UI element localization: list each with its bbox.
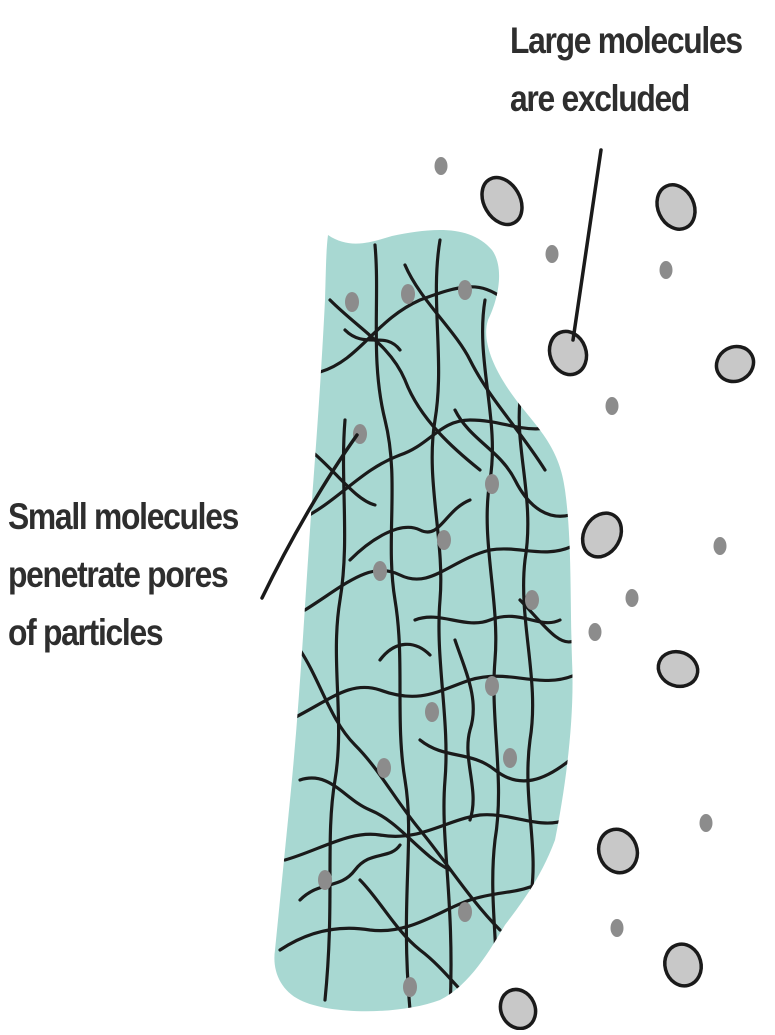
small-molecules-label-line-2: penetrate pores (8, 546, 238, 604)
large-molecule-oval-icon (593, 824, 644, 878)
small-molecule-dot-icon (401, 284, 415, 304)
small-molecule-dot-icon (611, 919, 624, 937)
small-molecules-label: Small molecules penetrate pores of parti… (8, 488, 238, 662)
small-molecule-dot-icon (458, 280, 472, 300)
large-molecule-oval-icon (710, 340, 760, 388)
small-molecule-dot-icon (345, 292, 359, 312)
small-molecule-dot-icon (606, 397, 619, 415)
small-molecule-dot-icon (318, 870, 332, 890)
large-molecules-label-line-1: Large molecules (510, 12, 742, 70)
small-molecule-dot-icon (589, 623, 602, 641)
small-molecules-label-line-3: of particles (8, 604, 238, 662)
small-molecule-dot-icon (458, 902, 472, 922)
small-molecule-dot-icon (714, 537, 727, 555)
large-molecule-oval-icon (575, 506, 629, 564)
small-molecule-dot-icon (437, 530, 451, 550)
large-molecule-oval-icon (474, 170, 530, 231)
small-molecule-dot-icon (626, 589, 639, 607)
large-molecule-oval-icon (660, 940, 706, 990)
small-molecule-dot-icon (373, 561, 387, 581)
large-molecule-oval-icon (494, 984, 542, 1030)
small-molecule-dot-icon (435, 157, 448, 175)
small-molecule-dot-icon (485, 676, 499, 696)
small-molecule-dot-icon (425, 702, 439, 722)
small-molecule-dot-icon (377, 758, 391, 778)
small-molecule-dot-icon (660, 261, 673, 279)
small-molecule-dot-icon (485, 474, 499, 494)
large-molecules-leader-line (573, 150, 601, 340)
small-molecule-dot-icon (403, 977, 417, 997)
large-molecule-oval-icon (544, 326, 593, 380)
small-molecule-dot-icon (353, 424, 367, 444)
small-molecule-dot-icon (700, 814, 713, 832)
small-molecules-label-line-1: Small molecules (8, 488, 238, 546)
small-molecule-dot-icon (503, 748, 517, 768)
large-molecules-label: Large molecules are excluded (510, 12, 742, 128)
small-molecule-dot-icon (546, 245, 559, 263)
large-molecules-label-line-2: are excluded (510, 70, 742, 128)
large-molecule-oval-icon (653, 646, 702, 692)
small-molecule-dot-icon (525, 590, 539, 610)
large-molecule-oval-icon (650, 179, 702, 236)
